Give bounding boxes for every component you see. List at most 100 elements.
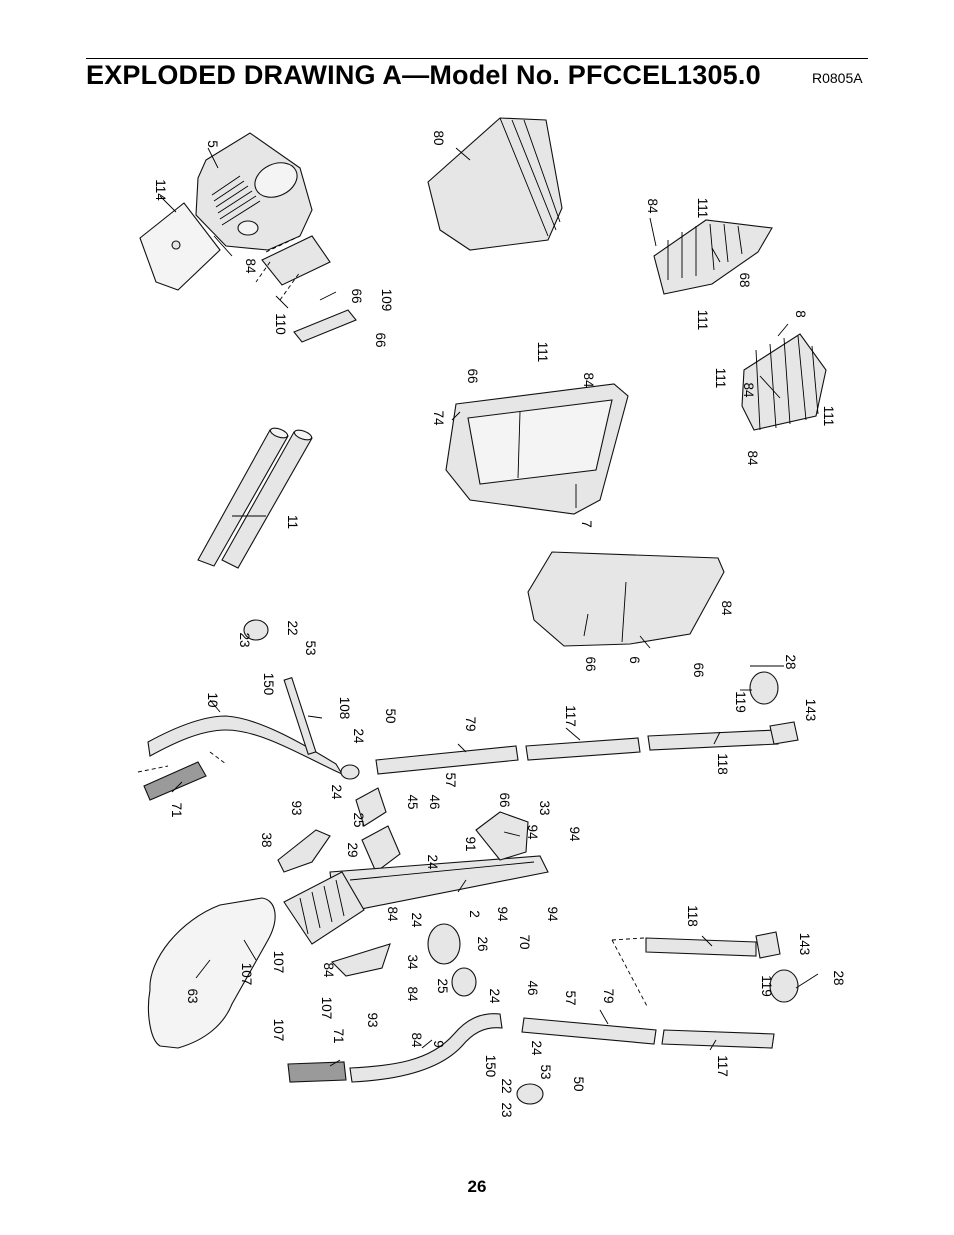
callout-label: 93 (289, 800, 304, 815)
console-grille-part (211, 175, 261, 226)
callout-label: 91 (463, 836, 478, 851)
lower-arm-part (349, 1013, 503, 1083)
pedal-arm-part (525, 737, 641, 761)
wheel-part (516, 1083, 544, 1105)
callout-label: 143 (797, 933, 812, 956)
pedal-arm-part (375, 745, 519, 775)
page-number: 26 (467, 1177, 487, 1196)
callout-label: 117 (563, 705, 578, 727)
callout-label: 46 (525, 980, 540, 995)
handgrip-part (287, 1061, 347, 1083)
link-arm-part (277, 829, 331, 873)
callout-label: 22 (285, 620, 300, 635)
callout-label: 111 (535, 342, 550, 363)
console-bracket-part (261, 235, 331, 286)
axle-part (283, 676, 317, 756)
callout-label: 94 (567, 826, 582, 842)
callout-label: 2 (467, 910, 482, 918)
callout-label: 23 (499, 1102, 514, 1117)
callout-label: 84 (719, 600, 734, 616)
callout-label: 10 (205, 692, 220, 707)
callout-label: 71 (169, 802, 184, 817)
callout-label: 28 (831, 970, 846, 985)
roller-part (769, 969, 799, 1003)
idler-part (355, 787, 387, 827)
callout-label: 79 (601, 988, 616, 1003)
callout-label: 119 (733, 691, 748, 713)
callout-label: 150 (483, 1055, 498, 1078)
callout-label: 84 (745, 450, 760, 466)
callout-label: 38 (259, 832, 274, 847)
callout-label: 117 (715, 1055, 730, 1077)
callout-label: 84 (405, 986, 420, 1002)
callout-label: 53 (538, 1064, 553, 1079)
callout-label: 109 (379, 289, 394, 312)
callout-label: 24 (329, 784, 344, 800)
console-part (195, 132, 313, 251)
callout-label: 22 (499, 1078, 514, 1093)
callout-label: 93 (365, 1012, 380, 1027)
callout-label: 94 (545, 906, 560, 922)
pulley-part (451, 967, 477, 997)
callout-label: 46 (427, 794, 442, 809)
callout-label: 94 (525, 824, 540, 840)
callout-label: 34 (405, 954, 420, 970)
callout-label: 68 (737, 272, 752, 287)
callout-label: 45 (405, 794, 420, 809)
pulley-part (427, 923, 461, 965)
callout-label: 57 (563, 990, 578, 1005)
callout-label: 107 (271, 1019, 286, 1042)
callout-label: 79 (463, 716, 478, 731)
callout-label: 66 (497, 792, 512, 807)
callout-label: 84 (581, 372, 596, 388)
drawing-code: R0805A (812, 70, 863, 86)
callout-label: 33 (537, 800, 552, 815)
callout-label: 66 (583, 656, 598, 671)
callout-leaders (159, 147, 819, 1067)
callout-label: 118 (715, 753, 730, 775)
callout-label: 29 (345, 842, 360, 857)
callout-label: 84 (321, 962, 336, 978)
callout-label: 26 (475, 936, 490, 951)
callout-label: 70 (517, 934, 532, 949)
callout-label: 84 (243, 258, 258, 274)
callout-label: 8 (793, 310, 808, 318)
callout-label: 28 (783, 654, 798, 669)
callout-label: 143 (803, 699, 818, 722)
callout-label: 114 (153, 179, 168, 201)
pedal-arm-part (661, 1029, 775, 1049)
callout-label: 25 (435, 978, 450, 993)
callout-label: 63 (185, 988, 200, 1003)
rear-shroud-part (527, 551, 725, 647)
idler-part (361, 825, 401, 873)
callout-label: 80 (431, 130, 446, 145)
callout-label: 9 (431, 1040, 446, 1048)
console-plate-part (293, 309, 357, 343)
callout-label: 24 (351, 728, 366, 744)
callout-label: 57 (443, 772, 458, 787)
callout-label: 53 (303, 640, 318, 655)
bearing-part (340, 764, 360, 780)
callout-label: 6 (627, 656, 642, 664)
callout-label: 84 (409, 1032, 424, 1048)
callout-label: 74 (431, 410, 446, 426)
callout-label: 94 (495, 906, 510, 922)
pedal-arm-part (647, 729, 779, 751)
callout-label: 119 (759, 975, 774, 997)
callout-label: 5 (205, 140, 220, 148)
page-title: EXPLODED DRAWING A—Model No. PFCCEL1305.… (86, 60, 761, 90)
callout-label: 66 (465, 368, 480, 383)
bracket-part (475, 811, 529, 861)
pedal-arm-part (645, 937, 757, 957)
callout-label: 150 (261, 673, 276, 696)
callout-label: 84 (385, 906, 400, 922)
callout-label: 11 (285, 515, 300, 529)
callout-label: 66 (349, 288, 364, 303)
frame-plate-part (283, 871, 365, 945)
callout-label: 107 (319, 997, 334, 1020)
callout-label: 71 (331, 1028, 346, 1043)
handgrip-part (143, 761, 207, 801)
roller-part (749, 671, 779, 705)
